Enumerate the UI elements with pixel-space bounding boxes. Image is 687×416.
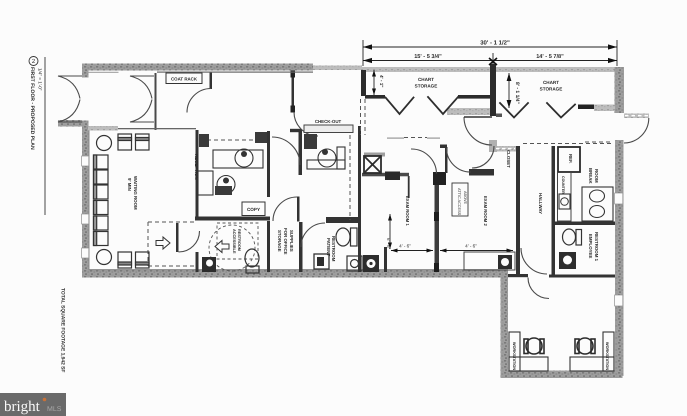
svg-text:FIRST FLOOR - PROPOSED PLAN: FIRST FLOOR - PROPOSED PLAN [29, 67, 35, 150]
svg-text:CHECK-OUT: CHECK-OUT [315, 119, 342, 124]
svg-text:CLOSET: CLOSET [506, 150, 511, 168]
svg-text:4' - 1": 4' - 1" [379, 75, 384, 87]
svg-text:STORAGE: STORAGE [415, 84, 438, 89]
svg-text:1/4" = 1'-0": 1/4" = 1'-0" [38, 68, 43, 91]
svg-text:4' - 6": 4' - 6" [399, 244, 411, 249]
svg-text:ATTIC ACCESS: ATTIC ACCESS [457, 188, 461, 216]
svg-text:CHART: CHART [543, 80, 559, 85]
svg-text:ABOVE: ABOVE [463, 191, 467, 205]
svg-text:bright: bright [4, 399, 41, 415]
svg-text:6' - 6": 6' - 6" [386, 238, 391, 250]
svg-text:SUPPLIES: SUPPLIES [289, 230, 294, 252]
svg-text:4' - 6": 4' - 6" [465, 244, 477, 249]
svg-text:RECEPTION: RECEPTION [194, 154, 199, 180]
svg-text:HALLWAY: HALLWAY [538, 193, 543, 214]
svg-text:9' MIN: 9' MIN [127, 178, 132, 191]
svg-text:BREAK: BREAK [588, 168, 593, 184]
svg-text:RESTROOM: RESTROOM [331, 236, 336, 262]
svg-text:STORAGE: STORAGE [277, 230, 282, 252]
svg-text:2: 2 [32, 58, 36, 65]
svg-text:MLS: MLS [47, 406, 62, 413]
svg-text:ROOM: ROOM [594, 169, 599, 183]
svg-text:PATIENT: PATIENT [326, 238, 331, 256]
svg-text:RESTROOM: RESTROOM [237, 229, 241, 251]
svg-text:30' - 1 1/2": 30' - 1 1/2" [480, 40, 510, 47]
svg-text:RESTROOM 1: RESTROOM 1 [594, 232, 599, 262]
svg-text:FOR OFFICE: FOR OFFICE [283, 228, 288, 255]
svg-text:STORAGE: STORAGE [540, 87, 563, 92]
svg-text:COUNTER: COUNTER [561, 176, 565, 194]
svg-text:REF.: REF. [568, 154, 573, 164]
svg-text:WORKSTATION: WORKSTATION [512, 342, 516, 370]
svg-text:TOTAL SQUARE FOOTAGE 1,942 SF: TOTAL SQUARE FOOTAGE 1,942 SF [60, 288, 66, 372]
svg-text:ACCESSIBLE: ACCESSIBLE [232, 229, 236, 254]
svg-text:15' - 5 3/4": 15' - 5 3/4" [414, 53, 442, 60]
svg-text:WAITING ROOM: WAITING ROOM [133, 176, 138, 210]
svg-text:EMPLOYEE: EMPLOYEE [588, 234, 593, 258]
svg-text:COPY: COPY [247, 207, 260, 212]
svg-text:EXAM ROOM 1: EXAM ROOM 1 [405, 196, 410, 226]
svg-text:14' - 5 7/8": 14' - 5 7/8" [536, 53, 564, 60]
svg-text:8' - 1 1/4": 8' - 1 1/4" [514, 82, 520, 105]
svg-text:COAT RACK: COAT RACK [171, 77, 198, 82]
svg-text:EXAM ROOM 2: EXAM ROOM 2 [483, 196, 488, 226]
svg-text:CHART: CHART [418, 77, 434, 82]
svg-text:WORKSTATION: WORKSTATION [605, 342, 609, 370]
